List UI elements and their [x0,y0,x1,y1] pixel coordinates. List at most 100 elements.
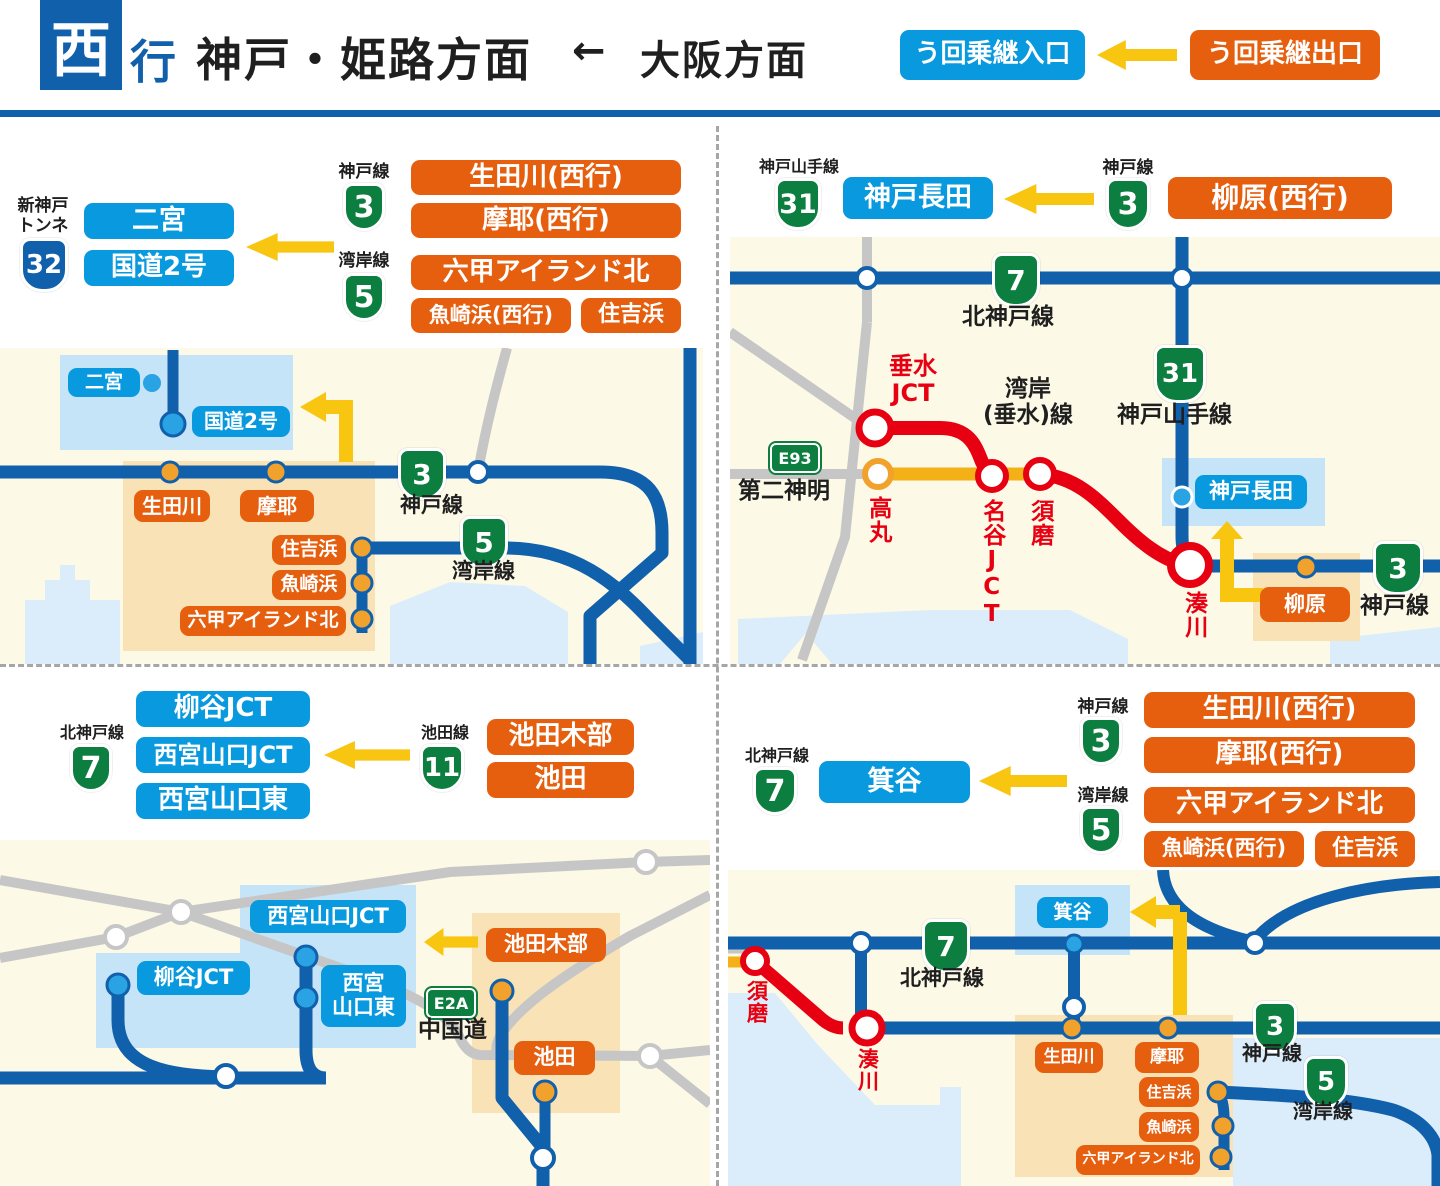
br-shield-3: 3 [1080,717,1122,765]
tr-route-shield-31: 31 [775,178,821,230]
page-title: 神戸・姫路方面 [196,33,532,87]
br-map-shield-3: 3 [1253,1001,1297,1053]
bl-map-yanagidani-jct: 柳谷JCT [137,961,250,995]
br-exit-uozakihama: 魚崎浜(西行) [1144,831,1304,867]
tl-exit-ikutagawa: 生田川(西行) [411,160,681,195]
tr-transfer-arrow-icon [1004,184,1094,214]
bl-shield-11: 11 [420,744,464,792]
bl-map-ikeda-kibe: 池田木部 [486,928,606,962]
tl-map-rokko: 六甲アイランド北 [180,606,346,636]
legend-exit-badge: う回乗継出口 [1190,30,1380,80]
tl-map-wangan-line-label: 湾岸線 [452,559,515,583]
tl-line2-label: 湾岸線 [338,251,390,271]
bl-map-ikeda: 池田 [514,1041,595,1075]
br-line2-label: 湾岸線 [1077,786,1129,806]
br-exit-maya: 摩耶(西行) [1144,737,1415,773]
tr-map-suma-label: 須磨 [1026,499,1053,547]
br-line1-label: 神戸線 [1077,697,1129,717]
bl-exit-ikeda: 池田 [487,762,634,798]
br-map-kitakobe-label: 北神戸線 [900,966,984,990]
br-map-maya: 摩耶 [1135,1042,1199,1073]
br-map-shield-5: 5 [1304,1056,1348,1108]
br-shield-5: 5 [1080,806,1122,854]
tr-map-daini-shinmei-label: 第二神明 [738,478,830,504]
br-map-shield-7: 7 [922,919,970,973]
bl-route-label: 北神戸線 [59,723,124,742]
br-map-kobe-line-label: 神戸線 [1242,1041,1302,1065]
tr-map-yanagihara-badge: 柳原 [1260,587,1350,622]
tr-map-takamaru-label: 高丸 [864,496,891,544]
tl-map-uozakihama: 魚崎浜 [272,570,346,600]
tr-map-wangan-tarumi-label: 湾岸 (垂水)線 [982,376,1074,428]
tr-map-myodani-jct-label: 名谷JCT [978,499,1005,628]
map-shinkobe-tunnel: 二宮 国道2号 生田川 摩耶 住吉浜 魚崎浜 六甲アイランド北 3 神戸線 5 … [0,348,703,664]
br-map-uozakihama: 魚崎浜 [1139,1112,1199,1142]
tl-map-shield-5: 5 [460,516,508,568]
tr-map-kitakobe-label: 北神戸線 [962,304,1054,330]
bl-entrance-nishinomiya-yamaguchi-jct: 西宮山口JCT [136,737,310,773]
tr-map-yamate-label: 神戸山手線 [1117,402,1232,428]
br-map-sumiyoshihama: 住吉浜 [1139,1077,1199,1107]
westbound-badge: 西 [40,0,122,90]
tl-transfer-arrow-icon [246,233,334,261]
tl-shield-5: 5 [343,273,385,321]
bl-map-nishinomiya-yamaguchi-jct: 西宮山口JCT [250,900,406,933]
tr-shield-3: 3 [1106,178,1150,230]
br-map-canvas [728,870,1440,1186]
bl-transfer-arrow-icon [324,741,410,769]
vertical-divider [716,126,719,1186]
header-rule [0,110,1440,117]
br-route-label: 北神戸線 [744,746,809,765]
bl-line1-label: 池田線 [420,723,469,742]
tl-map-sumiyoshihama: 住吉浜 [272,535,346,565]
tl-exit-maya: 摩耶(西行) [411,203,681,238]
origin-label: 大阪方面 [640,38,808,84]
tr-map-shield-31: 31 [1154,345,1206,403]
br-map-minatogawa-label: 湊川 [855,1048,880,1092]
tl-shield-3: 3 [343,183,385,231]
br-exit-ikutagawa: 生田川(西行) [1144,692,1415,728]
br-map-ikutagawa: 生田川 [1035,1042,1103,1073]
bl-exit-ikeda-kibe: 池田木部 [487,719,634,755]
tr-map-minatogawa-label: 湊川 [1180,591,1207,639]
tr-map-kobe-line-label: 神戸線 [1360,593,1429,619]
br-entrance-minotani: 箕谷 [819,761,970,803]
bl-map-nishinomiya-yamaguchi-higashi: 西宮 山口東 [321,965,406,1027]
br-route-shield-7: 7 [753,767,797,815]
bl-entrance-yanagidani-jct: 柳谷JCT [136,691,310,727]
tr-map-kobenagata-badge: 神戸長田 [1195,475,1307,509]
br-map-wangan-line-label: 湾岸線 [1293,1099,1353,1123]
map-minotani: 箕谷 7 北神戸線 須磨 湊川 生田川 摩耶 住吉浜 魚崎浜 六甲アイランド北 … [728,870,1440,1186]
tl-map-maya: 摩耶 [240,490,314,522]
legend-arrow-icon [1097,40,1177,70]
tr-map-shield-7: 7 [992,253,1040,307]
br-map-suma-label: 須磨 [744,980,769,1024]
bl-map-e2a-shield: E2A [426,988,476,1018]
tl-map-kokudo2: 国道2号 [192,406,290,437]
tl-map-shield-3: 3 [398,448,446,500]
bl-map-chugokudo-label: 中国道 [418,1017,487,1043]
bl-entrance-nishinomiya-yamaguchi-higashi: 西宮山口東 [136,783,310,819]
map-nishinomiya-yamaguchi: 西宮山口JCT 柳谷JCT 西宮 山口東 池田木部 池田 E2A 中国道 [0,840,710,1186]
tl-exit-uozakihama: 魚崎浜(西行) [411,298,571,333]
direction-suffix: 行 [130,35,176,89]
br-exit-rokko: 六甲アイランド北 [1144,787,1415,823]
br-exit-sumiyoshihama: 住吉浜 [1315,831,1415,867]
horizontal-divider [0,664,1440,667]
legend-entrance-badge: う回乗継入口 [900,30,1085,80]
br-transfer-arrow-icon [979,766,1067,796]
tl-map-ninomiya: 二宮 [68,368,140,397]
tl-map-kobe-line-label: 神戸線 [400,493,463,517]
tr-route-label: 神戸山手線 [758,157,839,176]
bl-route-shield-7: 7 [70,744,112,792]
direction-arrow: ← [572,28,608,74]
tr-exit-yanagihara: 柳原(西行) [1168,177,1392,219]
tr-map-e93-shield: E93 [770,443,820,473]
tl-map-ikutagawa: 生田川 [134,490,210,522]
tr-map-shield-3: 3 [1373,541,1423,595]
map-tarumi-wangan: 7 北神戸線 31 神戸山手線 垂水 JCT 湾岸 (垂水)線 E93 第二神明… [730,237,1440,664]
tr-entrance-kobenagata: 神戸長田 [843,177,993,219]
tl-exit-sumiyoshihama: 住吉浜 [581,298,681,333]
br-map-rokko: 六甲アイランド北 [1076,1145,1200,1175]
tr-line1-label: 神戸線 [1102,158,1154,178]
